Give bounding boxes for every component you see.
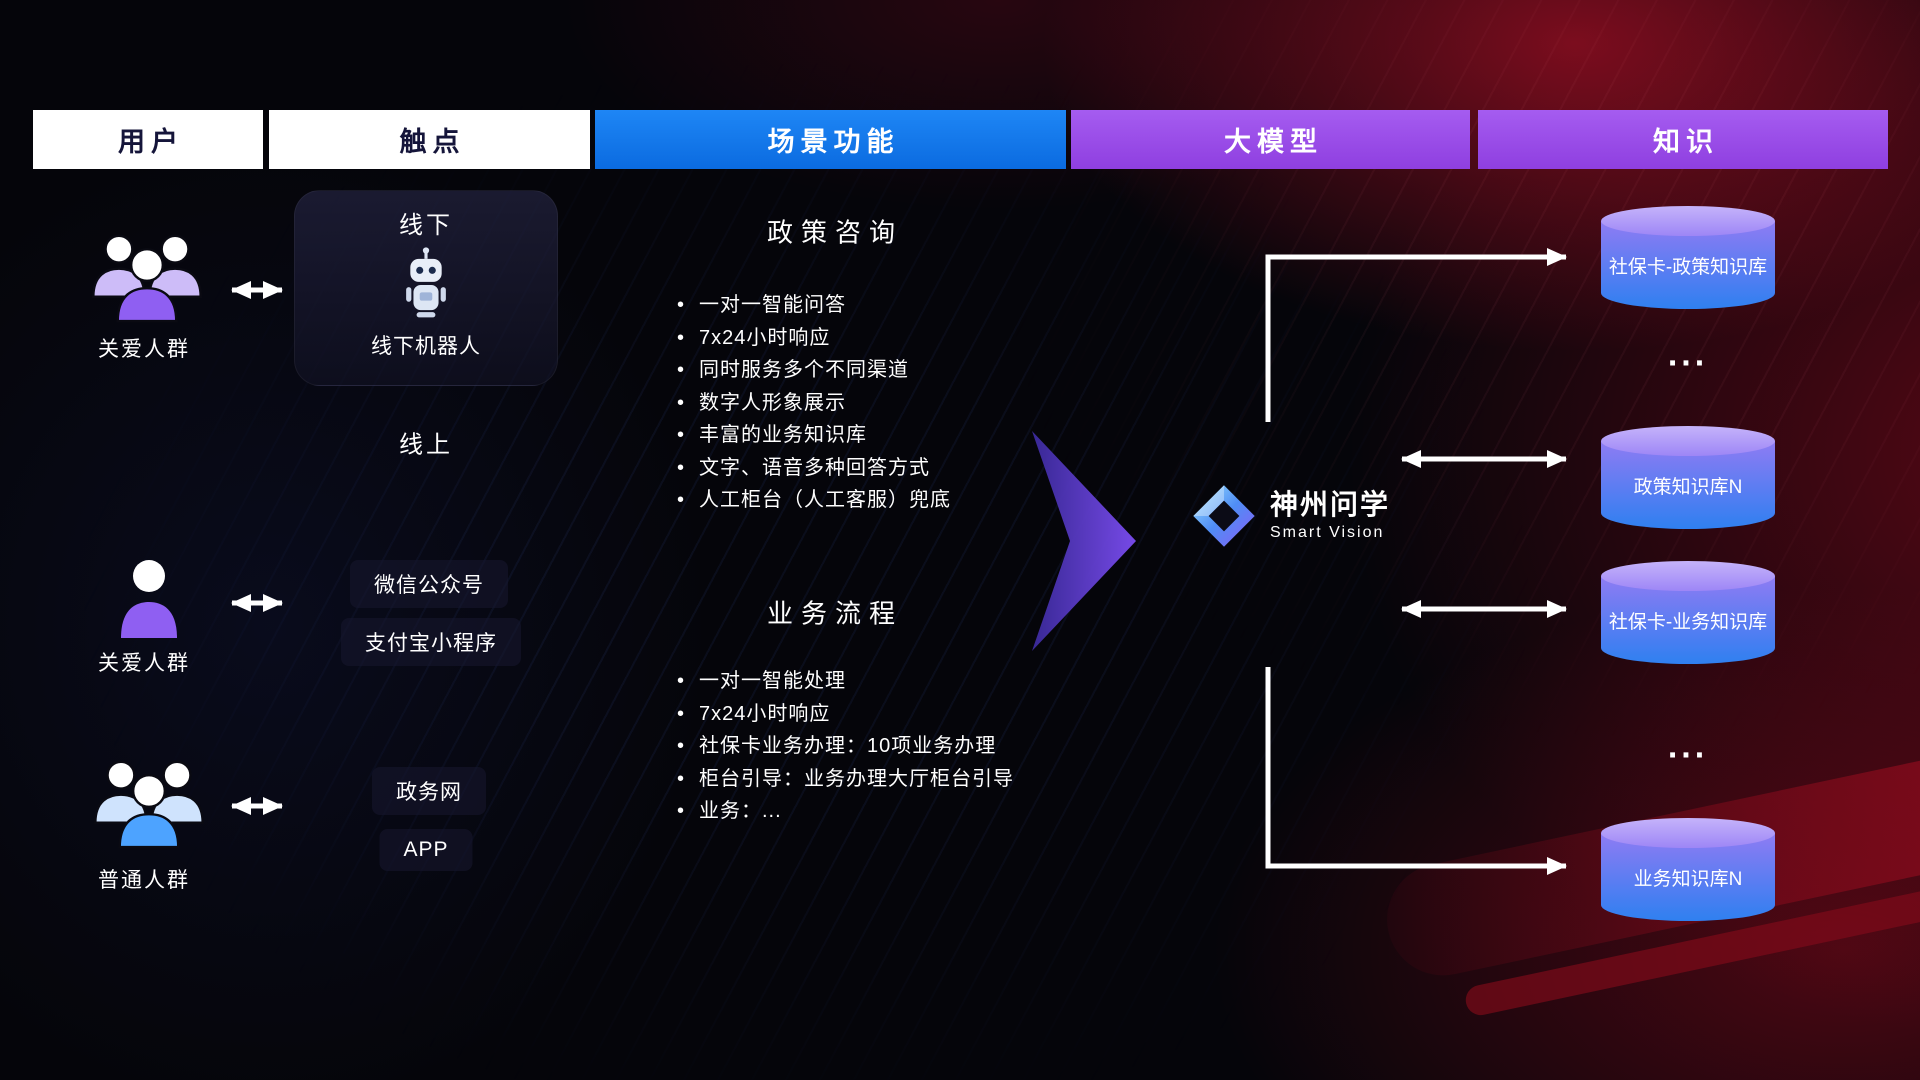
bullet-item: • 7x24小时响应	[677, 698, 1147, 731]
header-model: 大模型	[1071, 110, 1470, 169]
bullet-dot-icon: •	[677, 735, 686, 757]
people-group-icon	[94, 760, 204, 849]
bullet-item: • 同时服务多个不同渠道	[677, 354, 1147, 387]
user-general-label: 普通人群	[98, 869, 190, 892]
db-cylinder-top	[1601, 561, 1775, 591]
channel-alipay: 支付宝小程序	[341, 618, 521, 666]
knowledge-db-policy-sscard: 社保卡-政策知识库	[1601, 206, 1775, 309]
bullet-text: 一对一智能处理	[699, 670, 846, 692]
policy-bullet-list: •一对一智能问答 •7x24小时响应 •同时服务多个不同渠道 •数字人形象展示 …	[677, 289, 1147, 517]
bullet-dot-icon: •	[677, 359, 686, 381]
bullet-item: • 文字、语音多种回答方式	[677, 452, 1147, 485]
offline-card: 线下 线下机器人	[294, 190, 558, 386]
header-touchpoint: 触点	[269, 110, 590, 169]
db-cylinder-top	[1601, 426, 1775, 456]
bullet-dot-icon: •	[677, 702, 686, 725]
knowledge-db-label: 政策知识库N	[1633, 477, 1743, 499]
model-text: 神州问学 Smart Vision	[1270, 489, 1391, 542]
bullet-item: • 数字人形象展示	[677, 387, 1147, 420]
db-cylinder-top	[1601, 818, 1775, 848]
channel-wechat: 微信公众号	[350, 560, 508, 608]
bullet-text: 人工柜台（人工客服）兜底	[699, 489, 951, 511]
bullet-dot-icon: •	[677, 456, 686, 479]
business-title: 业务流程	[766, 598, 904, 629]
header-knowledge: 知识	[1478, 110, 1888, 169]
bullet-dot-icon: •	[677, 489, 686, 511]
bullet-text: 7x24小时响应	[699, 326, 831, 349]
knowledge-db-business-sscard: 社保卡-业务知识库	[1601, 561, 1775, 664]
bullet-dot-icon: •	[677, 391, 686, 414]
channel-app: APP	[379, 829, 473, 871]
people-group-icon	[92, 234, 202, 323]
bullet-item: • 社保卡业务办理：10项业务办理	[677, 730, 1147, 763]
bullet-dot-icon: •	[677, 424, 686, 446]
online-title: 线上	[399, 431, 453, 459]
bullet-item: • 柜台引导：业务办理大厅柜台引导	[677, 763, 1147, 796]
bullet-dot-icon: •	[677, 800, 686, 822]
bullet-item: • 7x24小时响应	[677, 322, 1147, 355]
header-users: 用户	[33, 110, 263, 169]
bullet-item: • 一对一智能问答	[677, 289, 1147, 322]
model-subtitle: Smart Vision	[1270, 523, 1385, 541]
bullet-text: 柜台引导：业务办理大厅柜台引导	[699, 767, 1014, 790]
bullet-text: 丰富的业务知识库	[699, 424, 867, 446]
model-block: 神州问学 Smart Vision	[1192, 482, 1390, 550]
knowledge-db-business-n: 业务知识库N	[1601, 818, 1775, 921]
bullet-text: 社保卡业务办理：10项业务办理	[699, 735, 997, 757]
bullet-text: 一对一智能问答	[699, 294, 846, 316]
bullet-dot-icon: •	[677, 326, 686, 349]
bullet-text: 文字、语音多种回答方式	[699, 456, 930, 479]
business-bullet-list: • 一对一智能处理 • 7x24小时响应 • 社保卡业务办理：10项业务办理 • 柜台引…	[677, 665, 1147, 828]
bullet-dot-icon: •	[677, 767, 686, 790]
knowledge-db-policy-n: 政策知识库N	[1601, 426, 1775, 529]
knowledge-db-label: 社保卡-业务知识库	[1608, 612, 1768, 634]
user-person-label: 关爱人群	[98, 652, 190, 675]
robot-icon	[406, 247, 446, 318]
bullet-text: 数字人形象展示	[699, 391, 846, 414]
knowledge-ellipsis: ...	[1667, 335, 1709, 374]
header-scenario: 场景功能	[595, 110, 1066, 169]
bullet-item: • 业务：...	[677, 795, 1147, 828]
knowledge-db-label: 社保卡-政策知识库	[1608, 257, 1768, 279]
user-group-label: 关爱人群	[98, 338, 190, 361]
knowledge-db-label: 业务知识库N	[1633, 869, 1743, 891]
channel-govweb: 政务网	[372, 767, 486, 815]
offline-robot-label: 线下机器人	[371, 335, 481, 358]
bullet-item: • 丰富的业务知识库	[677, 419, 1147, 452]
bullet-dot-icon: •	[677, 294, 686, 316]
bullet-text: 7x24小时响应	[699, 702, 831, 725]
person-icon	[121, 560, 177, 638]
db-cylinder-top	[1601, 206, 1775, 236]
knowledge-ellipsis: ...	[1667, 727, 1709, 766]
model-name: 神州问学	[1270, 489, 1391, 521]
bullet-text: 同时服务多个不同渠道	[699, 359, 909, 381]
policy-title: 政策咨询	[766, 217, 904, 248]
bullet-dot-icon: •	[677, 670, 686, 692]
bullet-text: 业务：...	[699, 800, 782, 822]
diamond-logo	[1193, 485, 1255, 547]
bullet-item: • 人工柜台（人工客服）兜底	[677, 484, 1147, 517]
bullet-item: • 一对一智能处理	[677, 665, 1147, 698]
offline-title: 线下	[399, 212, 453, 239]
